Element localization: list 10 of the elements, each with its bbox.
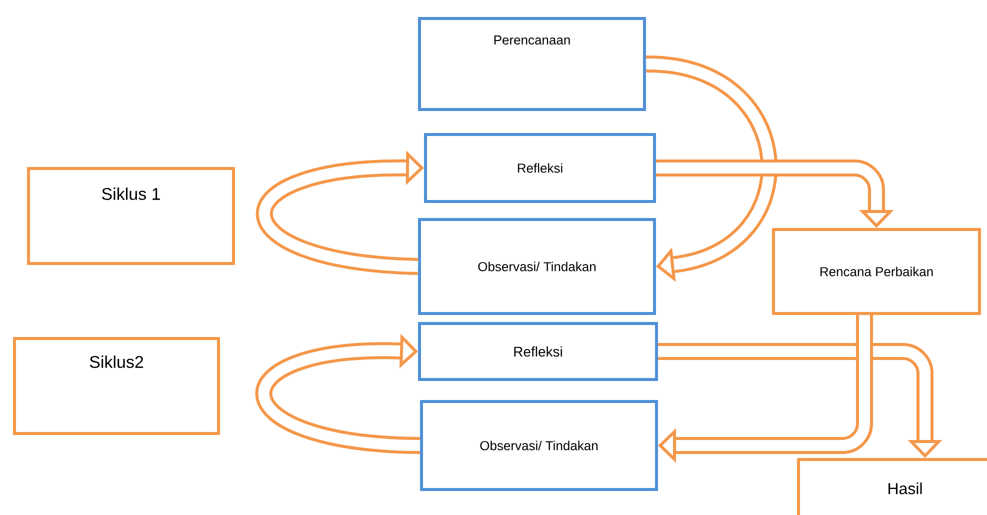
process-box: Perencanaan — [418, 17, 646, 111]
cycle-box: Siklus2 — [13, 337, 220, 435]
process-box: Rencana Perbaikan — [772, 228, 981, 315]
process-box: Refleksi — [424, 133, 656, 203]
cycle-box: Siklus 1 — [27, 167, 235, 265]
process-box: Observasi/ Tindakan — [418, 218, 656, 315]
result-box: Hasil — [797, 458, 987, 515]
block-arrow — [256, 334, 420, 454]
process-box: Observasi/ Tindakan — [420, 400, 658, 491]
block-arrow — [645, 56, 778, 282]
